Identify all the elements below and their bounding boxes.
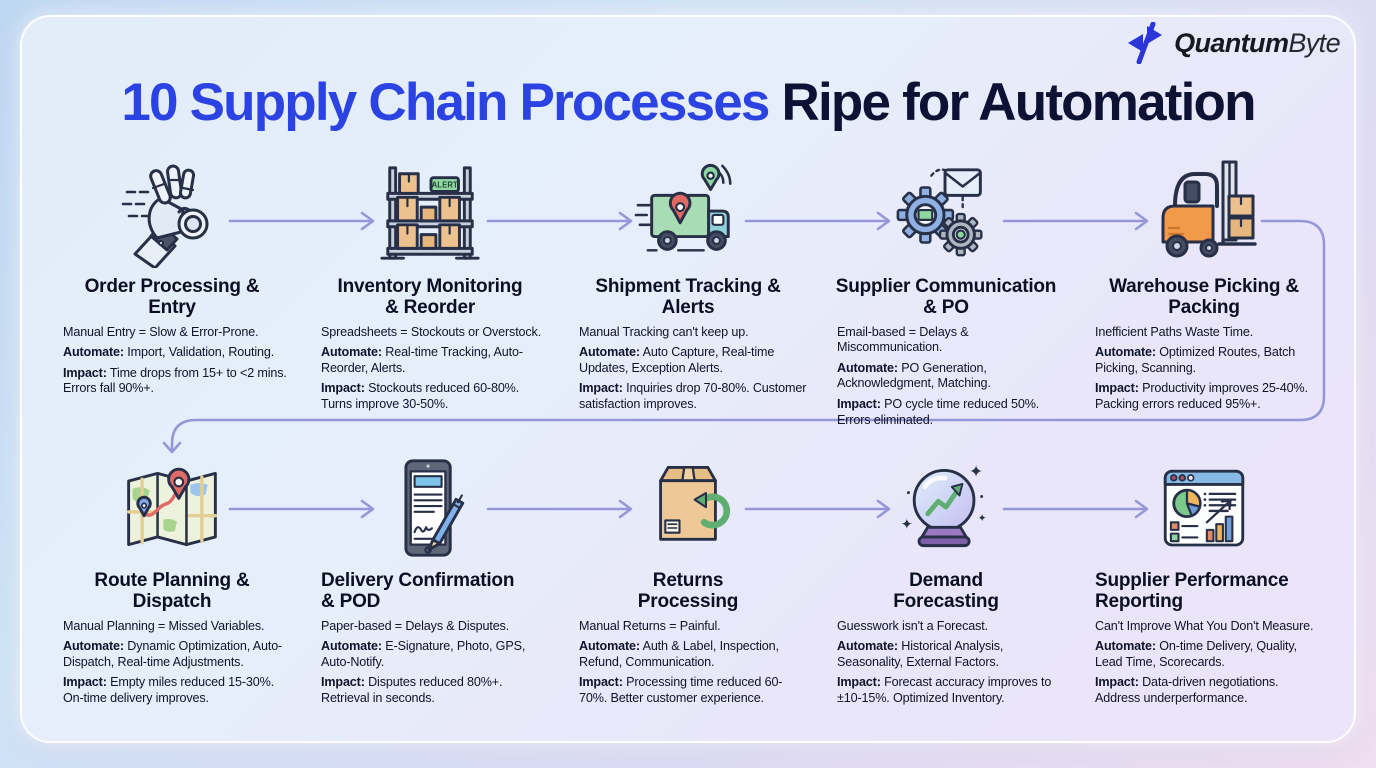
process-problem: Manual Tracking can't keep up.: [579, 324, 749, 339]
impact-label: Impact:: [579, 381, 623, 396]
svg-text:✦: ✦: [901, 517, 913, 533]
automate-label: Automate:: [837, 639, 898, 654]
map-route-icon: [126, 467, 218, 547]
page-title: 10 Supply Chain Processes Ripe for Autom…: [0, 73, 1376, 132]
brand-logo: QuantumByte: [1125, 22, 1341, 64]
process-card-shipment-tracking: Shipment Tracking & Alerts Manual Tracki…: [563, 148, 813, 433]
impact-text: Data-driven negotiations. Address underp…: [1095, 675, 1279, 705]
impact-text: Forecast accuracy improves to ±10-15%. O…: [837, 675, 1052, 705]
impact-label: Impact:: [579, 675, 623, 690]
process-problem: Inefficient Paths Waste Time.: [1095, 324, 1254, 339]
automate-label: Automate:: [321, 345, 382, 360]
svg-text:✦: ✦: [978, 513, 987, 525]
page-title-highlight: 10 Supply Chain Processes: [121, 73, 770, 132]
process-description: Manual Planning = Missed Variables. Auto…: [47, 619, 297, 712]
automate-label: Automate:: [321, 639, 382, 654]
process-card-returns-processing: Returns Processing Manual Returns = Pain…: [563, 442, 813, 712]
process-title: Delivery Confirmation & POD: [321, 570, 515, 613]
gears-envelope-icon: [896, 168, 983, 257]
automate-text: E-Signature, Photo, GPS, Auto-Notify.: [321, 639, 526, 669]
process-title: Demand Forecasting: [893, 570, 999, 613]
process-problem: Guesswork isn't a Forecast.: [837, 618, 988, 633]
report-charts-icon: [1163, 469, 1245, 547]
impact-label: Impact:: [1095, 675, 1139, 690]
crystal-ball-icon: ✦ ✦ ✦: [901, 463, 987, 548]
process-description: Paper-based = Delays & Disputes. Automat…: [305, 619, 555, 712]
automate-label: Automate:: [63, 345, 124, 360]
process-title: Inventory Monitoring & Reorder: [337, 276, 523, 319]
impact-label: Impact:: [1095, 381, 1139, 396]
process-description: Spreadsheets = Stockouts or Overstock. A…: [305, 325, 555, 418]
process-title: Route Planning & Dispatch: [94, 570, 250, 613]
process-description: Can't Improve What You Don't Measure. Au…: [1079, 619, 1329, 712]
process-problem: Manual Entry = Slow & Error-Prone.: [63, 324, 259, 339]
process-row-2: Route Planning & Dispatch Manual Plannin…: [47, 442, 1329, 712]
process-card-inventory-monitoring: ALERT Inventory Monitoring & Reorder Spr…: [305, 148, 555, 433]
process-problem: Can't Improve What You Don't Measure.: [1095, 618, 1314, 633]
automate-label: Automate:: [579, 345, 640, 360]
process-card-route-planning: Route Planning & Dispatch Manual Plannin…: [47, 442, 297, 712]
process-title: Returns Processing: [637, 570, 739, 613]
process-row-1: Order Processing & Entry Manual Entry = …: [47, 148, 1329, 433]
process-problem: Manual Planning = Missed Variables.: [63, 618, 265, 633]
process-description: Guesswork isn't a Forecast. Automate: Hi…: [821, 619, 1071, 712]
svg-text:ALERT: ALERT: [432, 180, 458, 189]
impact-label: Impact:: [321, 675, 365, 690]
brand-name-bold: Quantum: [1174, 27, 1289, 58]
delivery-truck-icon: [634, 163, 732, 252]
automate-label: Automate:: [837, 360, 898, 375]
automate-label: Automate:: [1095, 639, 1156, 654]
impact-text: Empty miles reduced 15-30%. On-time deli…: [63, 675, 275, 705]
inventory-shelf-icon: ALERT: [380, 166, 480, 260]
impact-text: Disputes reduced 80%+. Retrieval in seco…: [321, 675, 503, 705]
process-problem: Spreadsheets = Stockouts or Overstock.: [321, 324, 542, 339]
impact-label: Impact:: [837, 675, 881, 690]
impact-label: Impact:: [63, 365, 107, 380]
automate-label: Automate:: [1095, 345, 1156, 360]
impact-label: Impact:: [321, 381, 365, 396]
process-description: Inefficient Paths Waste Time. Automate: …: [1079, 325, 1329, 418]
process-problem: Email-based = Delays & Miscommunication.: [837, 324, 969, 355]
process-card-supplier-communication: Supplier Communication & PO Email-based …: [821, 148, 1071, 433]
brand-name: QuantumByte: [1174, 27, 1341, 59]
robot-hand-icon: [121, 164, 209, 268]
process-title: Warehouse Picking & Packing: [1109, 276, 1299, 319]
process-problem: Manual Returns = Painful.: [579, 618, 721, 633]
tablet-signature-icon: [404, 459, 465, 557]
process-card-delivery-confirmation: Delivery Confirmation & POD Paper-based …: [305, 442, 555, 712]
process-title: Order Processing & Entry: [84, 276, 260, 319]
impact-text: Processing time reduced 60-70%. Better c…: [579, 675, 783, 705]
automate-text: Dynamic Optimization, Auto-Dispatch, Rea…: [63, 639, 283, 669]
process-title: Supplier Performance Reporting: [1095, 570, 1289, 613]
process-card-demand-forecasting: ✦ ✦ ✦ Demand Forecasting Guesswork isn't…: [821, 442, 1071, 712]
process-description: Email-based = Delays & Miscommunication.…: [821, 325, 1071, 434]
process-card-order-processing: Order Processing & Entry Manual Entry = …: [47, 148, 297, 433]
returns-box-icon: [659, 466, 730, 541]
automate-label: Automate:: [63, 639, 124, 654]
automate-text: On-time Delivery, Quality, Lead Time, Sc…: [1095, 639, 1297, 669]
automate-text: Import, Validation, Routing.: [123, 345, 275, 360]
svg-text:✦: ✦: [969, 463, 983, 481]
automate-text: Historical Analysis, Seasonality, Extern…: [837, 639, 1004, 669]
process-title: Supplier Communication & PO: [835, 276, 1057, 319]
process-card-supplier-performance: Supplier Performance Reporting Can't Imp…: [1079, 442, 1329, 712]
process-card-warehouse-picking: Warehouse Picking & Packing Inefficient …: [1079, 148, 1329, 433]
brand-name-light: Byte: [1288, 27, 1340, 58]
process-description: Manual Returns = Painful. Automate: Auth…: [563, 619, 813, 712]
process-problem: Paper-based = Delays & Disputes.: [321, 618, 510, 633]
process-description: Manual Tracking can't keep up. Automate:…: [563, 325, 813, 418]
impact-label: Impact:: [837, 396, 881, 411]
automate-label: Automate:: [579, 639, 640, 654]
process-title: Shipment Tracking & Alerts: [595, 276, 781, 319]
impact-label: Impact:: [63, 675, 107, 690]
automate-text: Auth & Label, Inspection, Refund, Commun…: [579, 639, 779, 669]
forklift-icon: [1161, 160, 1257, 258]
page-title-rest: Ripe for Automation: [781, 73, 1257, 132]
quantumbyte-logo-icon: [1128, 22, 1163, 64]
process-description: Manual Entry = Slow & Error-Prone. Autom…: [47, 325, 297, 402]
